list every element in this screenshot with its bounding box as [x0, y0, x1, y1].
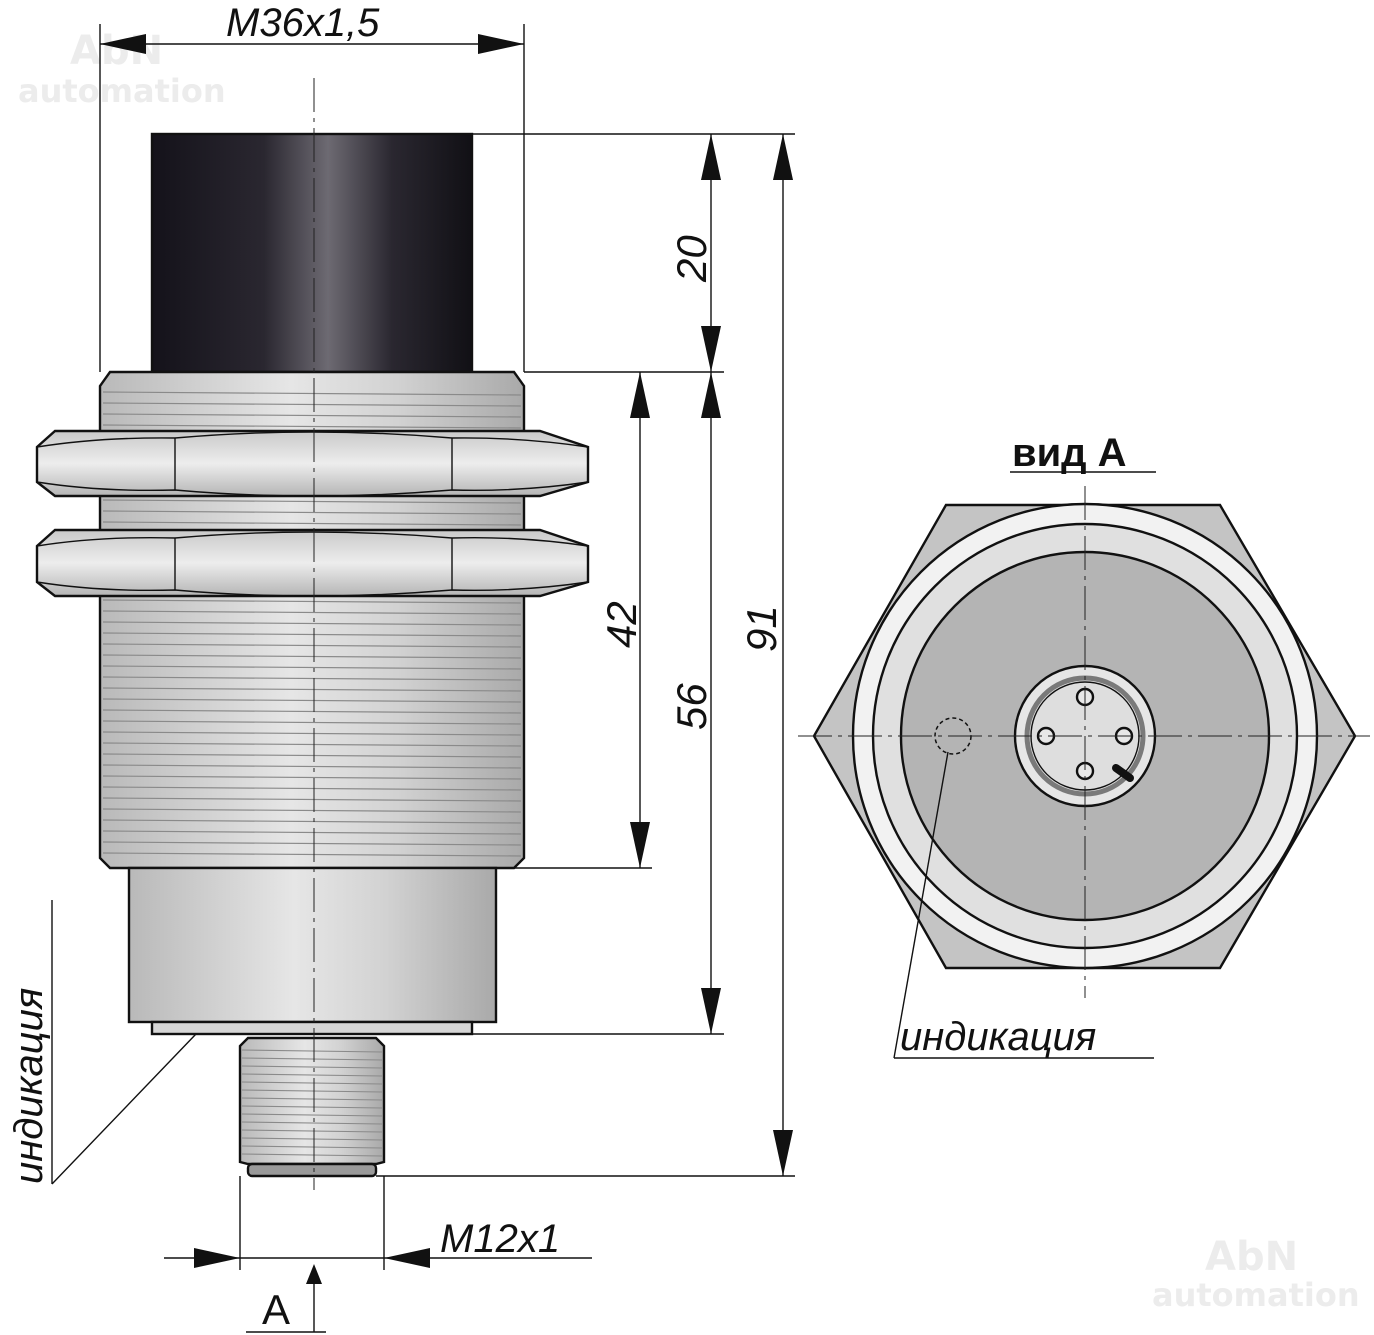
thread-line — [102, 830, 522, 835]
thread-line — [102, 391, 522, 396]
dim-sensing-length: 20 — [668, 134, 721, 372]
watermark-top: AbN automation — [18, 28, 226, 110]
thread-lines — [102, 391, 522, 857]
svg-text:91: 91 — [738, 605, 785, 652]
connector-thread-line — [241, 1073, 383, 1077]
connector-thread-line — [241, 1049, 383, 1053]
connector-thread-line — [241, 1057, 383, 1061]
dim-thread-length: 42 — [598, 372, 650, 868]
dim-total-length: 91 — [738, 134, 793, 1176]
connector-thread-line — [241, 1097, 383, 1101]
thread-line — [102, 709, 522, 714]
thread-line — [102, 687, 522, 692]
thread-line — [102, 599, 522, 604]
svg-text:20: 20 — [668, 235, 715, 283]
thread-line — [102, 632, 522, 637]
thread-line — [102, 413, 522, 418]
thread-line — [102, 676, 522, 681]
thread-line — [102, 808, 522, 813]
thread-line — [102, 643, 522, 648]
svg-text:automation: automation — [1152, 1276, 1360, 1314]
lock-nut-upper — [35, 429, 590, 498]
svg-text:AbN: AbN — [1205, 1234, 1298, 1280]
thread-line — [102, 786, 522, 791]
rear-housing — [127, 866, 498, 1024]
thread-line — [102, 654, 522, 659]
thread-line — [102, 424, 522, 429]
connector-thread-lines — [241, 1049, 383, 1157]
svg-text:M36x1,5: M36x1,5 — [226, 1, 380, 45]
extension-lines — [376, 133, 795, 1177]
thread-line — [102, 841, 522, 846]
thread-line — [102, 731, 522, 736]
m12-connector — [238, 1036, 386, 1166]
connector-thread-line — [241, 1081, 383, 1085]
svg-text:А: А — [262, 1286, 290, 1333]
dim-thread-main: M36x1,5 — [99, 1, 525, 372]
svg-text:AbN: AbN — [70, 28, 163, 74]
svg-text:56: 56 — [668, 683, 715, 730]
thread-line — [102, 753, 522, 758]
svg-text:индикация: индикация — [7, 988, 51, 1184]
dim-body-length: 56 — [668, 372, 721, 1034]
indicator-ring — [150, 1020, 474, 1036]
thread-line — [102, 621, 522, 626]
connector-thread-line — [241, 1137, 383, 1141]
connector-tip — [246, 1162, 378, 1178]
thread-line — [102, 510, 522, 515]
connector-thread-line — [241, 1121, 383, 1125]
dim-thread-connector: M12x1 — [164, 1176, 592, 1270]
connector-thread-line — [241, 1145, 383, 1149]
connector-thread-line — [241, 1065, 383, 1069]
thread-line — [102, 521, 522, 526]
connector-thread-line — [241, 1105, 383, 1109]
indication-left: индикация — [7, 900, 197, 1185]
thread-line — [102, 742, 522, 747]
svg-text:automation: automation — [18, 72, 226, 110]
thread-line — [102, 819, 522, 824]
thread-line — [102, 852, 522, 857]
view-title: вид А — [1012, 431, 1127, 475]
watermark-bottom: AbN automation — [1152, 1234, 1360, 1314]
view-arrow-a: А — [246, 1264, 326, 1333]
thread-line — [102, 665, 522, 670]
connector-thread-line — [241, 1089, 383, 1093]
end-view: вид А индикация — [798, 431, 1370, 1059]
lock-nut-lower — [35, 528, 590, 598]
key-mark — [1112, 764, 1134, 782]
thread-line — [102, 764, 522, 769]
svg-text:M12x1: M12x1 — [440, 1217, 560, 1261]
thread-line — [102, 610, 522, 615]
indication-right-label: индикация — [900, 1015, 1096, 1059]
thread-line — [102, 698, 522, 703]
thread-line — [102, 775, 522, 780]
thread-line — [102, 402, 522, 407]
connector-thread-line — [241, 1153, 383, 1157]
svg-text:42: 42 — [598, 601, 645, 648]
thread-line — [102, 720, 522, 725]
thread-line — [102, 499, 522, 504]
sensing-cap — [150, 132, 474, 374]
connector-thread-line — [241, 1129, 383, 1133]
connector-thread-line — [241, 1113, 383, 1117]
sensor-side-view — [35, 78, 590, 1190]
thread-line — [102, 797, 522, 802]
